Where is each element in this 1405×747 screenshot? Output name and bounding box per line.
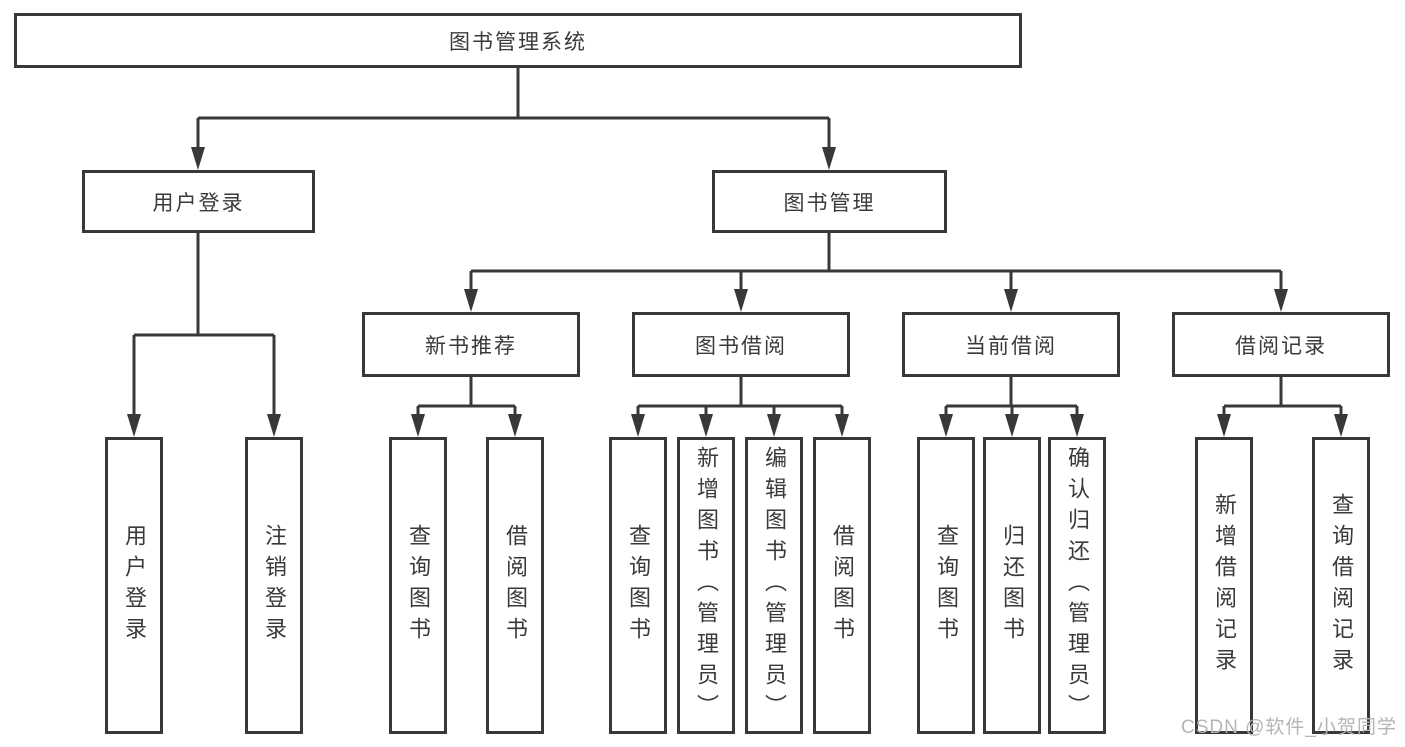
leaf-query-borrow-record: 查询借阅记录 xyxy=(1312,437,1370,734)
leaf-return-books-label: 归还图书 xyxy=(1000,523,1025,648)
node-new-book-recommend: 新书推荐 xyxy=(362,312,580,377)
leaf-borrow-books-recommend: 借阅图书 xyxy=(486,437,544,734)
node-user-login: 用户登录 xyxy=(82,170,315,233)
node-borrowing-records-label: 借阅记录 xyxy=(1235,334,1327,358)
leaf-add-books-admin-label: 新增图书（管理员） xyxy=(694,446,719,725)
leaf-query-books-borrow-label: 查询图书 xyxy=(626,523,651,648)
leaf-add-books-admin: 新增图书（管理员） xyxy=(677,437,735,734)
leaf-query-borrow-record-label: 查询借阅记录 xyxy=(1329,492,1354,679)
leaf-borrow-books-recommend-label: 借阅图书 xyxy=(503,523,528,648)
leaf-edit-books-admin: 编辑图书（管理员） xyxy=(745,437,803,734)
node-user-login-label: 用户登录 xyxy=(152,191,245,215)
node-new-book-recommend-label: 新书推荐 xyxy=(425,334,517,358)
leaf-query-books-borrow: 查询图书 xyxy=(609,437,667,734)
node-book-management: 图书管理 xyxy=(712,170,947,233)
node-book-borrowing-label: 图书借阅 xyxy=(695,334,787,358)
leaf-add-borrow-record-label: 新增借阅记录 xyxy=(1212,492,1237,679)
node-library-system-label: 图书管理系统 xyxy=(449,30,587,54)
node-library-system: 图书管理系统 xyxy=(14,13,1022,68)
node-current-borrowing-label: 当前借阅 xyxy=(965,334,1057,358)
leaf-confirm-return-admin-label: 确认归还（管理员） xyxy=(1065,446,1090,725)
node-book-management-label: 图书管理 xyxy=(783,191,876,215)
leaf-borrow-books-label: 借阅图书 xyxy=(830,523,855,648)
node-current-borrowing: 当前借阅 xyxy=(902,312,1120,377)
leaf-query-books-current-label: 查询图书 xyxy=(934,523,959,648)
leaf-return-books: 归还图书 xyxy=(983,437,1041,734)
leaf-add-borrow-record: 新增借阅记录 xyxy=(1195,437,1253,734)
leaf-query-books-recommend-label: 查询图书 xyxy=(406,523,431,648)
leaf-user-login-label: 用户登录 xyxy=(122,523,147,648)
leaf-logout-label: 注销登录 xyxy=(262,523,287,648)
leaf-query-books-current: 查询图书 xyxy=(917,437,975,734)
leaf-confirm-return-admin: 确认归还（管理员） xyxy=(1048,437,1106,734)
leaf-query-books-recommend: 查询图书 xyxy=(389,437,447,734)
leaf-edit-books-admin-label: 编辑图书（管理员） xyxy=(762,446,787,725)
node-borrowing-records: 借阅记录 xyxy=(1172,312,1390,377)
leaf-logout: 注销登录 xyxy=(245,437,303,734)
leaf-user-login: 用户登录 xyxy=(105,437,163,734)
leaf-borrow-books: 借阅图书 xyxy=(813,437,871,734)
node-book-borrowing: 图书借阅 xyxy=(632,312,850,377)
watermark-text: CSDN @软件_小贺同学 xyxy=(1181,717,1397,738)
